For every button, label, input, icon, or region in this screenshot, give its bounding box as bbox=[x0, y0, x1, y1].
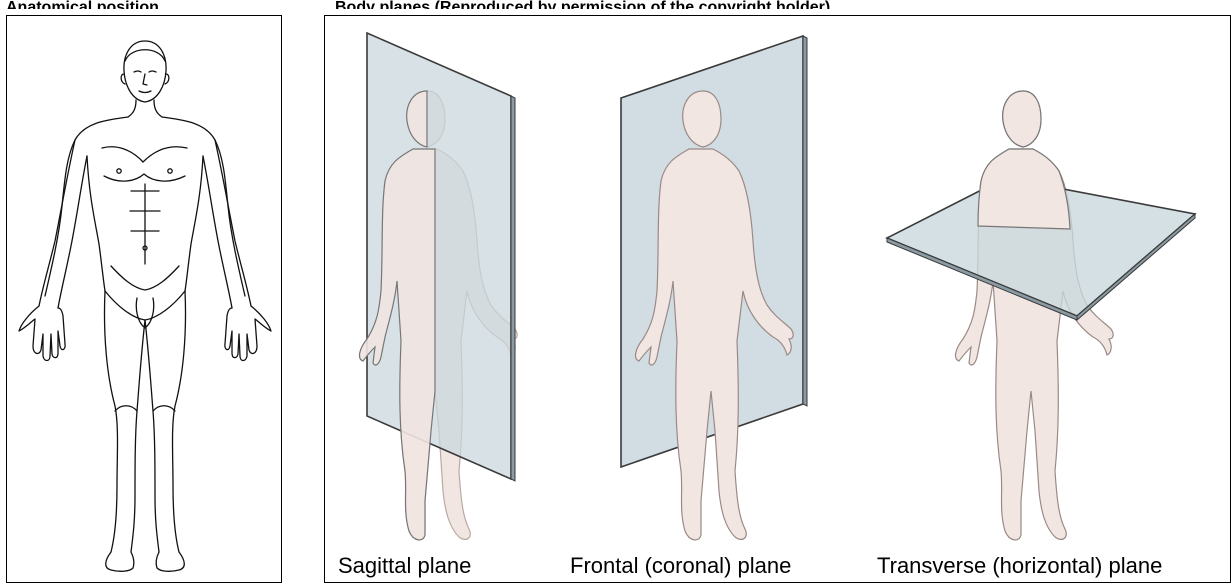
sagittal-plane-label: Sagittal plane bbox=[338, 553, 471, 579]
body-planes-illustration bbox=[325, 16, 1231, 584]
clipped-heading-right: Body planes (Reproduced by permission of… bbox=[335, 0, 915, 9]
sagittal-plane-figure bbox=[360, 33, 518, 540]
clipped-heading-left: Anatomical position bbox=[6, 0, 231, 9]
transverse-plane-figure bbox=[887, 91, 1195, 540]
transverse-plane-label: Transverse (horizontal) plane bbox=[877, 553, 1162, 579]
anatomical-position-panel bbox=[6, 15, 282, 583]
body-planes-panel: Sagittal plane Frontal (coronal) plane T… bbox=[324, 15, 1231, 583]
frontal-plane-label: Frontal (coronal) plane bbox=[570, 553, 791, 579]
anatomical-figure bbox=[7, 16, 283, 584]
frontal-plane-figure bbox=[621, 36, 807, 540]
